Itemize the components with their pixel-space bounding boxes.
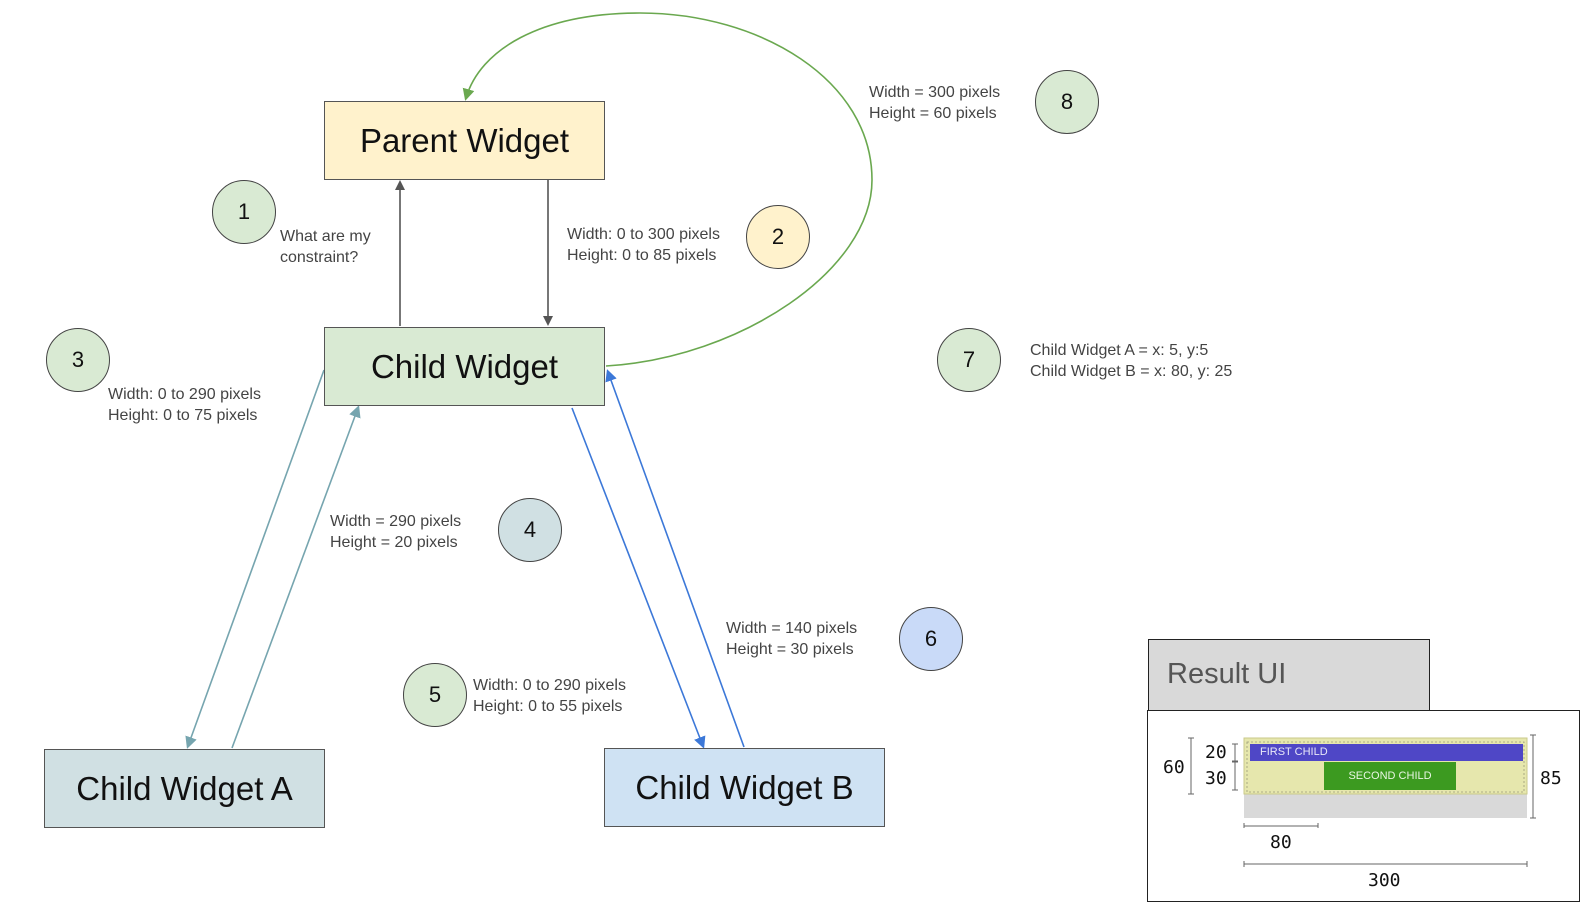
step-1-line-2: constraint? [280, 249, 359, 266]
dim-label-20: 20 [1205, 742, 1227, 763]
step-5-note: Width: 0 to 290 pixels Height: 0 to 55 p… [473, 675, 626, 717]
step-7-note: Child Widget A = x: 5, y:5 Child Widget … [1030, 340, 1232, 382]
step-5-line-2: Height: 0 to 55 pixels [473, 698, 623, 715]
step-2-note: Width: 0 to 300 pixels Height: 0 to 85 p… [567, 224, 720, 266]
child-widget-a-box: Child Widget A [44, 749, 325, 828]
arrow-child-to-child-a [185, 369, 325, 749]
step-4-line-2: Height = 20 pixels [330, 534, 458, 551]
dim-300-bracket [1243, 861, 1528, 867]
step-4-line-1: Width = 290 pixels [330, 513, 462, 530]
step-3-line-2: Height: 0 to 75 pixels [108, 407, 258, 424]
result-ui-tab: Result UI [1148, 639, 1430, 712]
result-child-dashed [1246, 741, 1525, 793]
dim-85-bracket [1530, 734, 1536, 819]
step-8-line-1: Width = 300 pixels [869, 84, 1001, 101]
step-5-line-1: Width: 0 to 290 pixels [473, 677, 626, 694]
step-5-circle: 5 [403, 663, 467, 727]
arrow-child-size-to-parent [462, 12, 873, 367]
step-7-line-2: Child Widget B = x: 80, y: 25 [1030, 363, 1233, 380]
step-2-circle: 2 [746, 205, 810, 269]
step-1-circle: 1 [212, 180, 276, 244]
dim-20-bracket [1232, 743, 1238, 762]
step-6-line-1: Width = 140 pixels [726, 620, 858, 637]
arrow-child-b-to-child [605, 369, 745, 748]
step-6-note: Width = 140 pixels Height = 30 pixels [726, 618, 857, 660]
arrow-child-a-to-child [231, 405, 361, 749]
step-8-line-2: Height = 60 pixels [869, 105, 997, 122]
step-4-note: Width = 290 pixels Height = 20 pixels [330, 511, 461, 553]
child-widget-b-box: Child Widget B [604, 748, 885, 827]
step-3-line-1: Width: 0 to 290 pixels [108, 386, 261, 403]
step-4-circle: 4 [498, 498, 562, 562]
step-2-line-2: Height: 0 to 85 pixels [567, 247, 717, 264]
child-widget-box: Child Widget [324, 327, 605, 406]
step-7-line-1: Child Widget A = x: 5, y:5 [1030, 342, 1209, 359]
step-1-line-1: What are my [280, 228, 371, 245]
result-second-child: SECOND CHILD [1324, 762, 1456, 790]
dim-30-bracket [1232, 761, 1238, 791]
parent-widget-box: Parent Widget [324, 101, 605, 180]
dim-label-60: 60 [1163, 757, 1185, 778]
step-3-circle: 3 [46, 328, 110, 392]
step-6-circle: 6 [899, 607, 963, 671]
step-8-circle: 8 [1035, 70, 1099, 134]
result-first-child: FIRST CHILD [1250, 744, 1523, 761]
dim-label-300: 300 [1368, 870, 1401, 891]
step-3-note: Width: 0 to 290 pixels Height: 0 to 75 p… [108, 384, 261, 426]
step-8-note: Width = 300 pixels Height = 60 pixels [869, 82, 1000, 124]
dim-60-bracket [1188, 737, 1194, 795]
step-1-note: What are my constraint? [280, 226, 371, 268]
dim-80-bracket [1243, 823, 1319, 828]
step-6-line-2: Height = 30 pixels [726, 641, 854, 658]
step-7-circle: 7 [937, 328, 1001, 392]
arrow-child-to-child-b [571, 407, 706, 749]
dim-label-80: 80 [1270, 832, 1292, 853]
dim-label-85: 85 [1540, 768, 1562, 789]
dim-label-30: 30 [1205, 768, 1227, 789]
step-2-line-1: Width: 0 to 300 pixels [567, 226, 720, 243]
